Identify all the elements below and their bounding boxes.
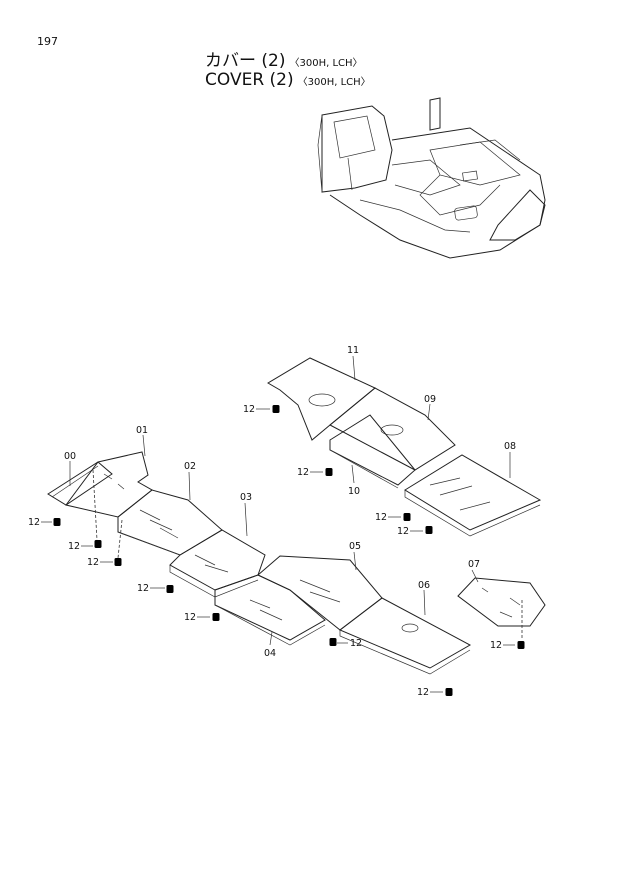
bolt-icon <box>445 688 453 696</box>
callout-01: 01 <box>136 425 148 436</box>
bolt-icon <box>517 641 525 649</box>
cover-panel-02 <box>117 489 223 556</box>
callout-12: 12 <box>87 557 99 568</box>
callout-02: 02 <box>184 461 196 472</box>
title-en-text: COVER (2) <box>205 70 294 90</box>
callout-09: 09 <box>424 394 436 405</box>
cover-panel-01 <box>65 451 153 518</box>
callout-07: 07 <box>468 559 480 570</box>
bolt-icon <box>325 468 333 476</box>
bolt-icon <box>53 518 61 526</box>
title-jp-text: カバー (2) <box>205 51 286 71</box>
callout-12: 12 <box>490 640 502 651</box>
callout-03: 03 <box>240 492 252 503</box>
callout-00: 00 <box>64 451 76 462</box>
page-number: 197 <box>37 35 58 48</box>
leader-lines <box>41 355 515 693</box>
callout-11: 11 <box>347 345 359 356</box>
callout-12: 12 <box>28 517 40 528</box>
cover-panel-03 <box>169 529 266 598</box>
title-japanese: カバー (2)〈300H, LCH〉 <box>205 46 363 71</box>
bolt-icon <box>114 558 122 566</box>
callout-05: 05 <box>349 541 361 552</box>
cover-panel-05 <box>257 555 383 631</box>
callout-12: 12 <box>68 541 80 552</box>
dashed-leader <box>92 469 98 541</box>
title-variant: 〈300H, LCH〉 <box>289 58 363 69</box>
cover-panel-00 <box>47 461 113 506</box>
bolt-icon <box>212 613 220 621</box>
callout-12: 12 <box>375 512 387 523</box>
callout-10: 10 <box>348 486 360 497</box>
title-variant: 〈300H, LCH〉 <box>297 77 371 88</box>
excavator-locator-sketch <box>317 97 546 259</box>
bolt-icon <box>425 526 433 534</box>
callout-12: 12 <box>184 612 196 623</box>
callout-12: 12 <box>243 404 255 415</box>
cover-panel-11 <box>267 357 376 441</box>
bolt-icon <box>329 638 337 646</box>
bolt-icon <box>166 585 174 593</box>
title-english: COVER (2)〈300H, LCH〉 <box>205 70 371 90</box>
callout-12: 12 <box>417 687 429 698</box>
callout-12: 12 <box>350 638 362 649</box>
cover-panel-06 <box>339 597 472 675</box>
callout-06: 06 <box>418 580 430 591</box>
callout-12: 12 <box>297 467 309 478</box>
cover-panel-07 <box>457 577 546 627</box>
dashed-leader <box>117 519 123 559</box>
callout-12: 12 <box>397 526 409 537</box>
bolt-icon <box>403 513 411 521</box>
callout-04: 04 <box>264 648 276 659</box>
cover-panel-08 <box>404 454 542 537</box>
cover-panel-04 <box>214 574 326 646</box>
cover-panel-09 <box>329 387 456 471</box>
callout-12: 12 <box>137 583 149 594</box>
cover-panel-10 <box>329 414 416 489</box>
bolt-icon <box>94 540 102 548</box>
callout-08: 08 <box>504 441 516 452</box>
bolt-icon <box>272 405 280 413</box>
